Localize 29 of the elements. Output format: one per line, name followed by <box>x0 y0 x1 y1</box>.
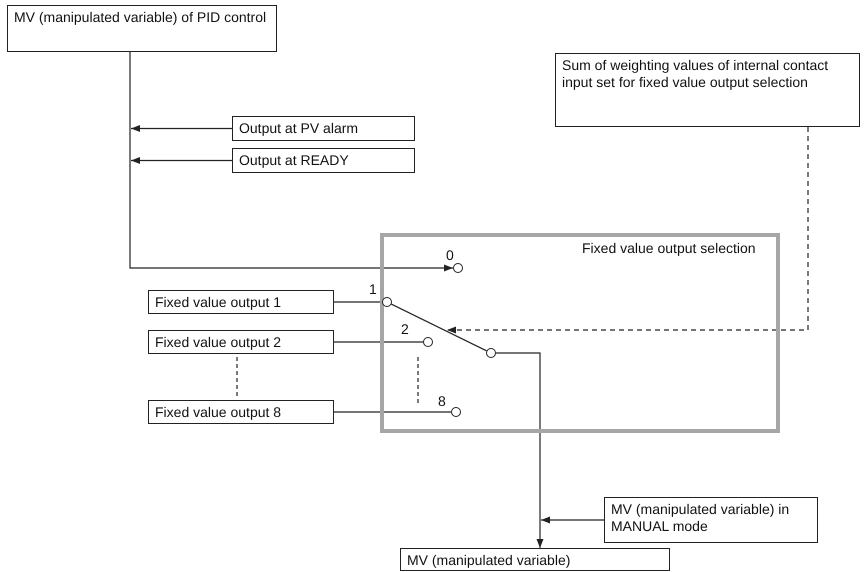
text-box: Fixed value output 2 <box>148 330 334 354</box>
connector-line <box>334 411 451 413</box>
text-box: Output at PV alarm <box>232 116 415 141</box>
arrow <box>131 125 232 132</box>
arrow <box>131 157 232 164</box>
arrow <box>496 352 544 548</box>
arrow <box>129 52 453 272</box>
switch-contact <box>451 407 461 417</box>
text-box: MV (manipulated variable) of PID control <box>7 5 277 52</box>
contact-number: 0 <box>446 247 454 263</box>
arrow <box>541 516 604 524</box>
text-box: Fixed value output 1 <box>148 290 334 314</box>
text-box: MV (manipulated variable) <box>400 548 670 571</box>
contact-number: 2 <box>401 321 409 337</box>
connector-line <box>334 341 423 343</box>
connector-line <box>334 301 382 303</box>
switch-contact <box>486 348 496 358</box>
switch-contact <box>423 337 433 347</box>
switch-contact <box>453 263 463 273</box>
contact-number: 1 <box>369 281 377 297</box>
dashed-arrow <box>447 127 809 334</box>
switch-arm <box>391 304 487 352</box>
switch-contact <box>382 297 392 307</box>
group-title: Fixed value output selection <box>582 240 757 258</box>
text-box: Output at READY <box>232 148 415 173</box>
contact-number: 8 <box>438 393 446 409</box>
text-box: Sum of weighting values of internal contact input set for fixed value output selection <box>555 53 860 127</box>
text-box: Fixed value output 8 <box>148 400 334 424</box>
text-box: MV (manipulated variable) in MANUAL mode <box>604 497 818 543</box>
